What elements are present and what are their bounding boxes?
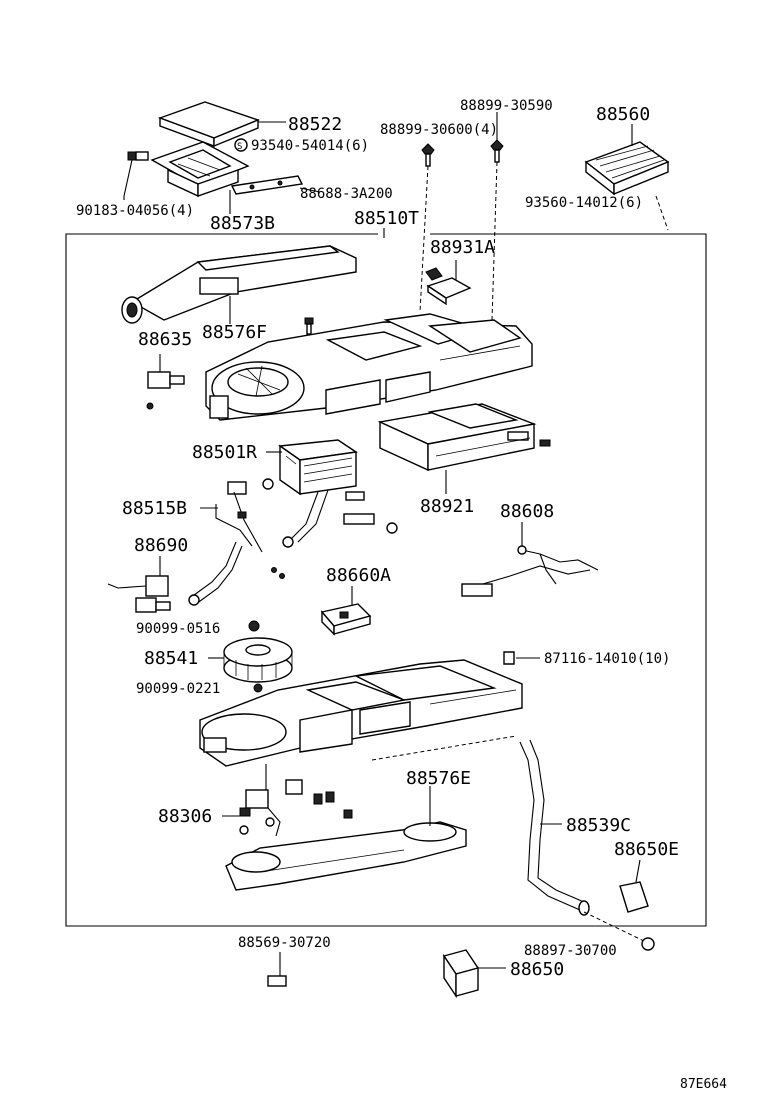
assembly-frame: [65, 233, 707, 927]
part-88539C-hose: [519, 739, 590, 916]
part-88899-30590-screw: [490, 139, 504, 163]
label-88576F: 88576F: [202, 322, 267, 343]
label-88688-3A200: 88688-3A200: [300, 186, 393, 202]
label-90099-0221: 90099-0221: [136, 681, 220, 697]
label-88660A: 88660A: [326, 565, 391, 586]
label-88921: 88921: [420, 496, 474, 517]
label-88650E: 88650E: [614, 839, 679, 860]
label-88515B: 88515B: [122, 498, 187, 519]
part-88576E-duct: [225, 821, 467, 891]
label-88650: 88650: [510, 959, 564, 980]
part-88660A-module: [320, 603, 372, 636]
label-93540-54014: 93540-54014(6): [251, 138, 369, 154]
part-88501R-evaporator: [262, 439, 358, 496]
part-88650-module: [442, 949, 480, 999]
label-88560: 88560: [596, 104, 650, 125]
part-88510T-upper-case: [205, 313, 533, 421]
label-88931A: 88931A: [430, 237, 495, 258]
part-88560-filter: [584, 141, 670, 196]
label-88635: 88635: [138, 329, 192, 350]
part-88306-motor: [239, 764, 353, 837]
label-88501R: 88501R: [192, 442, 257, 463]
part-88635-sensor: [146, 371, 185, 410]
part-88688-bracket: [230, 175, 304, 195]
label-88569-30720: 88569-30720: [238, 935, 331, 951]
label-88608: 88608: [500, 501, 554, 522]
label-88897-30700: 88897-30700: [524, 943, 617, 959]
label-88306: 88306: [158, 806, 212, 827]
label-90099-0516: 90099-0516: [136, 621, 220, 637]
label-88576E: 88576E: [406, 768, 471, 789]
label-88573B: 88573B: [210, 213, 275, 234]
part-88931A-actuator: [425, 267, 472, 306]
part-88522-cover: [157, 101, 260, 148]
part-88899-30600-screw: [421, 143, 435, 167]
screw-upper: [304, 317, 314, 335]
label-88899-30600: 88899-30600(4): [380, 122, 498, 138]
part-88515B-valve: [215, 481, 398, 553]
label-93560-14012: 93560-14012(6): [525, 195, 643, 211]
diagram-code: 87E664: [680, 1077, 727, 1092]
part-87116-clip: [503, 651, 515, 665]
part-90183-clip: [127, 151, 149, 161]
label-88899-30590: 88899-30590: [460, 98, 553, 114]
part-88921-heater-core: [377, 403, 551, 472]
part-88650E-module: [619, 881, 649, 913]
part-88608-harness: [461, 545, 599, 597]
label-88510T: 88510T: [354, 208, 419, 229]
label-87116-14010: 87116-14010(10): [544, 651, 670, 667]
part-88569-clip: [267, 975, 287, 987]
callout-symbol: S: [237, 142, 242, 152]
part-88690-relay: [107, 541, 285, 613]
part-88576F-duct: [121, 245, 357, 324]
label-88541: 88541: [144, 648, 198, 669]
label-88690: 88690: [134, 535, 188, 556]
label-88522: 88522: [288, 114, 342, 135]
part-lower-case: [199, 659, 523, 767]
part-88541-blower: [223, 637, 293, 683]
part-88573B-adapter: [150, 141, 250, 198]
label-90183-04056: 90183-04056(4): [76, 203, 194, 219]
label-88539C: 88539C: [566, 815, 631, 836]
